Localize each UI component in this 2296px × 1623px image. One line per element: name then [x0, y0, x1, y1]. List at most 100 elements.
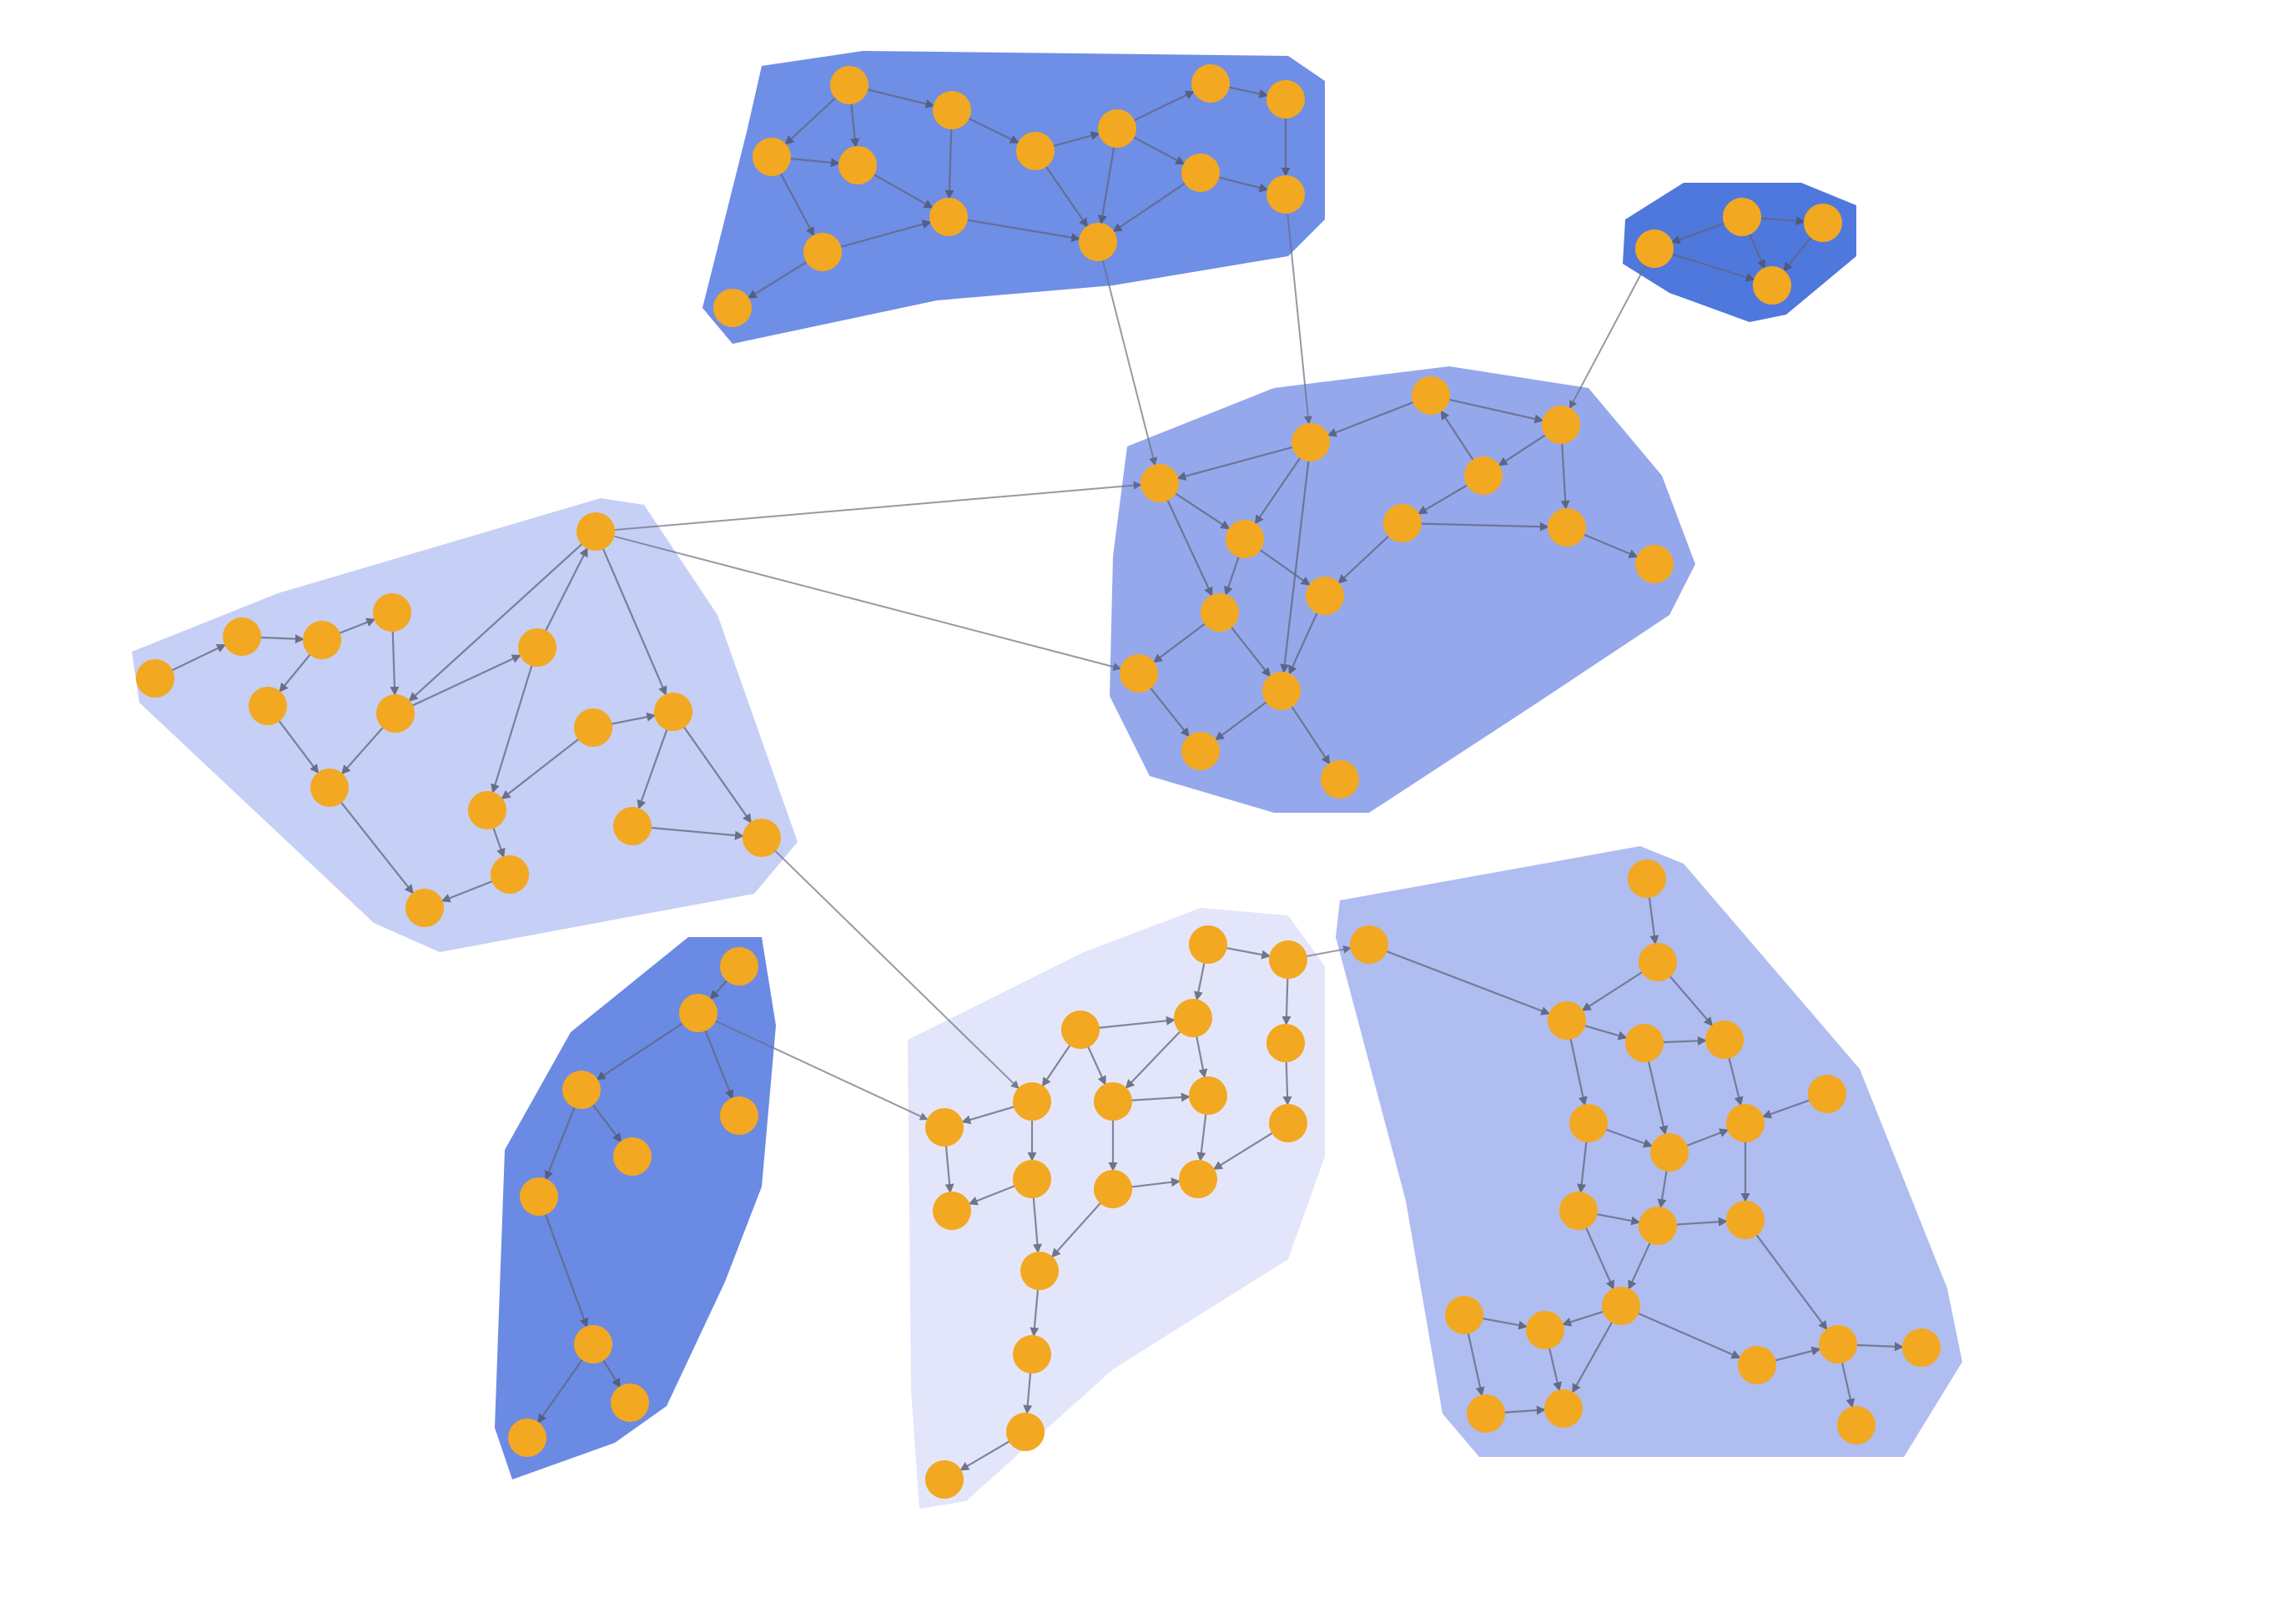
- edge-l5-l3: [165, 643, 226, 674]
- edge-l8-l11: [341, 722, 389, 775]
- edge-b2-b3: [596, 1019, 689, 1081]
- graph-node-t14: [713, 289, 752, 327]
- edge-m4-m6: [1169, 489, 1231, 530]
- inter-cluster-edge-l1-m12: [607, 533, 1122, 671]
- edge-r4-r8: [1568, 1032, 1588, 1106]
- edge-t6-t9: [1127, 133, 1186, 165]
- edge-c7-c8: [1125, 1092, 1191, 1102]
- edge-m1-m2: [1327, 399, 1420, 437]
- graph-node-c13: [1179, 1160, 1217, 1198]
- edge-c3-c4: [1092, 1016, 1176, 1030]
- graph-node-m2: [1292, 423, 1330, 461]
- graph-node-m3: [1542, 406, 1580, 444]
- graph-node-m12: [1120, 654, 1158, 693]
- edge-t6-t13: [1097, 140, 1116, 225]
- cluster-hull-bottom-left: [495, 937, 776, 1479]
- edge-s1-s2: [1754, 216, 1805, 226]
- edge-t7-t8: [1222, 84, 1269, 98]
- graph-node-l8: [376, 694, 415, 733]
- graph-node-r5: [1625, 1024, 1664, 1062]
- edge-t4-t11: [944, 122, 954, 199]
- cluster-hull-bottom-middle: [908, 908, 1325, 1509]
- graph-node-l14: [743, 819, 781, 857]
- edge-t1-t3: [849, 97, 860, 148]
- edge-l13-l14: [644, 826, 744, 840]
- graph-node-b6: [520, 1177, 558, 1216]
- edge-s1-s4: [1745, 228, 1766, 270]
- graph-node-c7: [1094, 1082, 1132, 1121]
- edge-l2-l8: [390, 624, 400, 696]
- graph-node-m6: [1226, 520, 1264, 558]
- graph-node-r10: [1726, 1104, 1765, 1142]
- edge-l15-l16: [441, 878, 499, 903]
- graph-node-t10: [1266, 175, 1305, 214]
- graph-node-c8: [1189, 1076, 1227, 1115]
- graph-node-b2: [679, 994, 718, 1032]
- edge-m10-m13: [1288, 606, 1321, 675]
- edge-b7-b9: [537, 1353, 587, 1424]
- graph-node-c3: [1061, 1011, 1100, 1049]
- graph-node-t8: [1266, 80, 1305, 118]
- edge-m11-m12: [1152, 619, 1211, 663]
- edge-r7-r10: [1761, 1096, 1816, 1119]
- edge-r13-r18: [1751, 1229, 1828, 1331]
- graph-node-s3: [1635, 229, 1674, 268]
- edge-r9-r10: [1680, 1128, 1730, 1149]
- edge-r15-r16: [1476, 1316, 1528, 1330]
- edge-t9-t13: [1112, 179, 1191, 233]
- edge-m8-m9: [1578, 531, 1639, 558]
- graph-node-l6: [518, 628, 556, 667]
- graph-node-c4: [1174, 999, 1212, 1037]
- edge-b3-b6: [544, 1101, 578, 1181]
- graph-node-t12: [803, 233, 842, 271]
- edge-c1-c2: [1220, 945, 1271, 960]
- graph-node-r4: [1548, 1001, 1586, 1040]
- graph-node-t1: [830, 66, 869, 104]
- edge-c15-c16: [1030, 1283, 1040, 1337]
- edge-t2-t3: [783, 157, 840, 168]
- graph-node-b8: [611, 1384, 649, 1422]
- edge-r17-r18: [1769, 1346, 1821, 1363]
- graph-node-s1: [1723, 198, 1761, 236]
- graph-node-t13: [1079, 223, 1117, 261]
- graph-node-c5: [1266, 1024, 1305, 1062]
- edge-m2-m4: [1176, 444, 1300, 481]
- edge-c3-c7: [1085, 1040, 1106, 1086]
- edge-l6-l1: [541, 547, 588, 638]
- edge-t4-t5: [962, 114, 1020, 144]
- edge-l10-l14: [679, 721, 752, 824]
- graph-node-t5: [1016, 132, 1055, 170]
- edge-m13-m14: [1214, 697, 1272, 741]
- edge-m6-m11: [1224, 550, 1242, 596]
- edge-c2-c5: [1281, 971, 1292, 1026]
- edge-t6-t7: [1127, 90, 1195, 124]
- edge-t1-t4: [861, 87, 935, 108]
- graph-node-l4: [303, 621, 341, 659]
- edge-r14-r16: [1562, 1308, 1610, 1327]
- graph-node-r2: [1350, 925, 1388, 964]
- edge-r9-r12: [1657, 1164, 1669, 1209]
- graph-node-c18: [925, 1460, 964, 1499]
- edge-r18-r22: [1840, 1356, 1855, 1409]
- edge-t12-t11: [833, 219, 932, 250]
- graph-node-r18: [1819, 1325, 1857, 1363]
- edge-r14-r21: [1572, 1316, 1616, 1394]
- edge-m3-m5: [1498, 431, 1552, 466]
- inter-cluster-edge-s3-m3: [1568, 259, 1649, 410]
- edge-m5-m1: [1440, 410, 1478, 466]
- edge-c9-c13: [1212, 1128, 1279, 1170]
- edge-r8-r11: [1577, 1135, 1589, 1193]
- graph-node-l7: [249, 687, 287, 725]
- edge-r5-r6: [1656, 1036, 1707, 1046]
- graph-node-l10: [654, 693, 692, 731]
- edge-c1-c4: [1194, 956, 1207, 1001]
- graph-node-b4: [720, 1096, 758, 1135]
- graph-edges: [165, 84, 1904, 1471]
- graph-node-m13: [1262, 672, 1301, 710]
- edge-r8-r9: [1599, 1126, 1654, 1148]
- edge-c6-c10: [961, 1104, 1021, 1125]
- graph-node-s2: [1804, 204, 1842, 242]
- graph-node-b9: [508, 1419, 546, 1457]
- inter-cluster-edge-b2-c10: [708, 1017, 929, 1121]
